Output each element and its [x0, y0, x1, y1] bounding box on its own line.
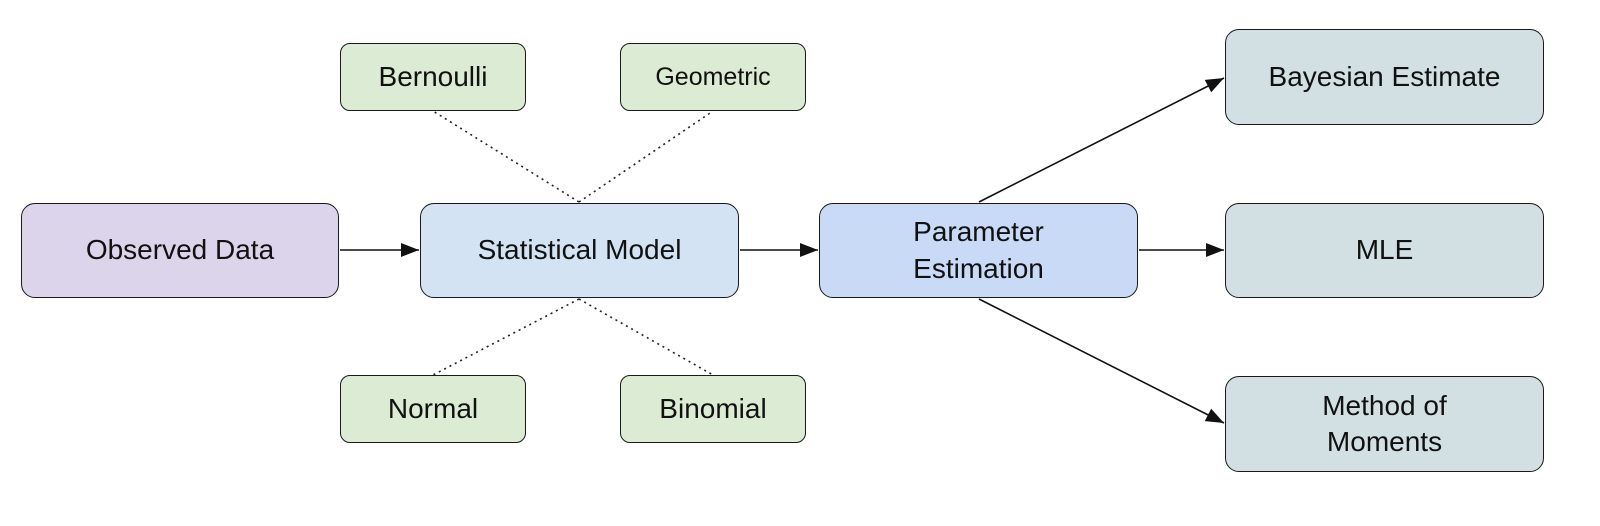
edge-model-geometric [578, 110, 714, 203]
node-binomial: Binomial [620, 375, 806, 443]
node-bernoulli: Bernoulli [340, 43, 526, 111]
edge-param-mom [978, 298, 1225, 424]
node-statistical-model: Statistical Model [420, 203, 739, 298]
edge-model-bernoulli [432, 110, 580, 203]
node-method-of-moments: Method of Moments [1225, 376, 1544, 472]
edge-model-normal [432, 298, 580, 376]
node-geometric: Geometric [620, 43, 806, 111]
node-mle: MLE [1225, 203, 1544, 298]
node-bayesian-estimate: Bayesian Estimate [1225, 29, 1544, 125]
node-parameter-estimation: Parameter Estimation [819, 203, 1138, 298]
node-observed-data: Observed Data [21, 203, 339, 298]
edge-model-binomial [578, 298, 714, 376]
node-normal: Normal [340, 375, 526, 443]
edge-param-bayes [978, 77, 1225, 203]
